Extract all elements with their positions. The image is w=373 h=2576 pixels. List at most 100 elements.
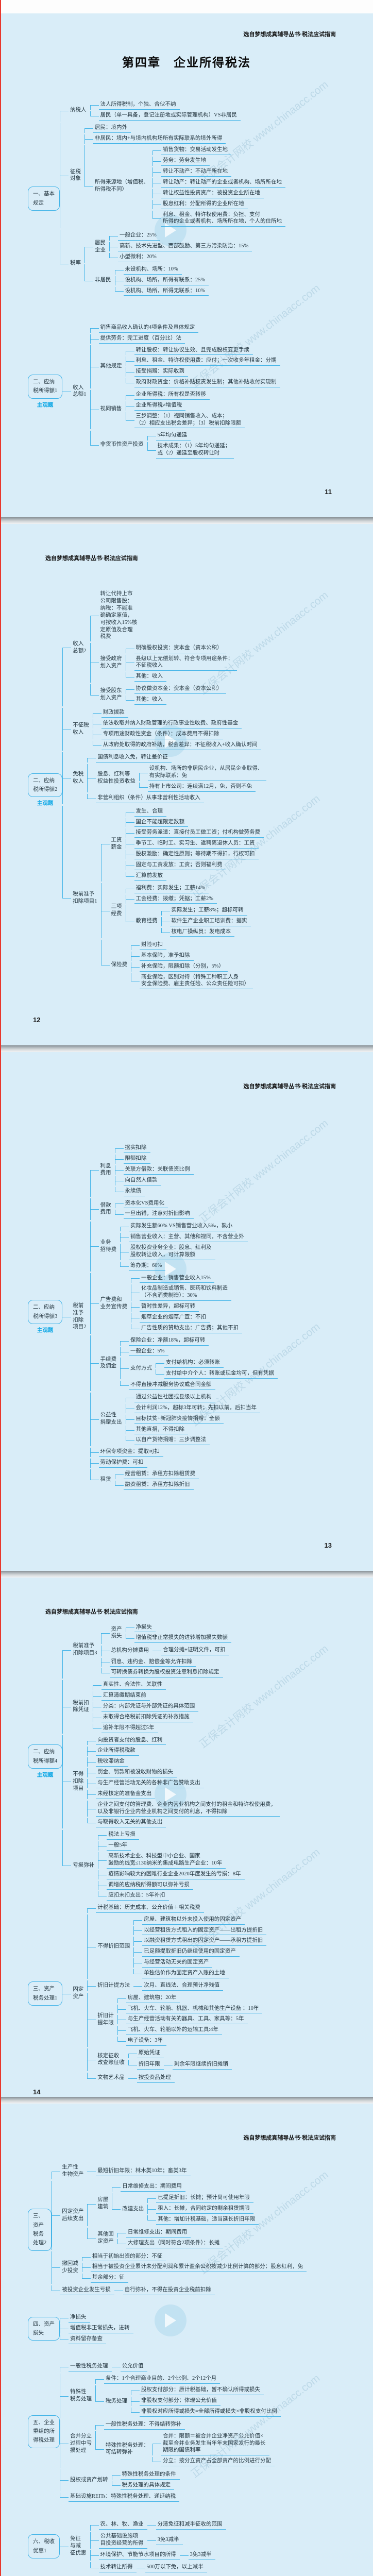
mindmap-node-labelwrap: 大修理支出（同时符合2项条件）：长摊 bbox=[126, 2239, 224, 2249]
mindmap-node: 股息、红利等 权益性投资收益设机构、场所的非居民企业，从居民企业取得、 有实际联… bbox=[87, 764, 267, 793]
mindmap-node: 不得 扣除 项目向投资者支付的股息、红利企业所得税税款税收滞纳金罚金、罚款和被没… bbox=[62, 1735, 280, 1828]
mindmap-node: 与生产经营活动有关的器具、工具、家具等：5年 bbox=[117, 2015, 263, 2025]
mindmap-node-labelwrap: 3免3减半 bbox=[188, 2551, 215, 2560]
mindmap-node-label: 增值税非正常损失，进转 bbox=[69, 2324, 133, 2333]
mindmap-node: 一般性税务处理公允价值 bbox=[60, 2362, 281, 2372]
mindmap-node-label: 劳务：劳务发生地 bbox=[161, 157, 210, 166]
mindmap-node-labelwrap: 公共基础设施项 目投资经营的所得 bbox=[98, 2532, 147, 2549]
mindmap-node: 免征 与减 征优惠农、林、牧、渔业分清免征和减半征收的范围公共基础设施项 目投资… bbox=[60, 2519, 226, 2573]
mindmap-node-label: 与生产经营活动有关的器具、工具、家具等：5年 bbox=[126, 2015, 248, 2025]
mindmap-node-labelwrap: 实际发生；工薪8%；超标可转 bbox=[169, 906, 247, 916]
mindmap-node-labelwrap: 以融资租赁方式租出的固定资产——承租方提折旧 bbox=[142, 1937, 267, 1946]
mindmap-node-label: 视同销售 bbox=[100, 406, 122, 412]
mindmap-children: 一般性税务处理：不得结转弥补特殊性税务处理： 可结转弥补合并：限额＝被合并企业净… bbox=[95, 2420, 275, 2468]
mindmap-node: 一旦出错，注意对折旧影响 bbox=[114, 1210, 194, 1219]
mindmap-node-labelwrap: 飞机、火车、轮船以外的运输工具:4年 bbox=[126, 2026, 222, 2036]
mindmap-node-label: 文物艺术品 bbox=[97, 2075, 125, 2081]
mindmap-node-label: 技术成果：（1）5年均匀递延； 或（2）递延至股权转让时 bbox=[156, 442, 234, 459]
mindmap-children: 最短折旧年限：林木类10年；畜类3年 bbox=[87, 2166, 191, 2177]
mindmap-node-label: 分清免征和减半征收的范围 bbox=[156, 2520, 226, 2530]
mindmap-node-label: 不得直接冲减服务协议或合同金额 bbox=[129, 1381, 215, 1391]
mindmap-node-labelwrap: 关联方借款：关联债资比例 bbox=[123, 1165, 194, 1175]
mindmap-node-label: 最短折旧年限：林木类10年；畜类3年 bbox=[96, 2167, 191, 2176]
mindmap-node: 实际发生；工薪8%；超标可转 bbox=[161, 906, 251, 916]
mindmap-children: 企业所得税：所有权是否转移企业所得税≠增值税三步调整：（1）视同销售收入、成本；… bbox=[125, 390, 245, 429]
mindmap-node-labelwrap: 税前 准予 扣除 项目2 bbox=[71, 1302, 90, 1332]
mindmap-node-label: 非居民：境内+与境内机构场所有实际联系的境外所得 bbox=[93, 134, 226, 144]
mindmap-node-label: 利息 费用 bbox=[100, 1163, 111, 1176]
mindmap-node-label: 不得 扣除 项目 bbox=[73, 1771, 84, 1791]
mindmap-node-label: 收入 总额2 bbox=[73, 640, 87, 654]
mindmap-node-labelwrap: 三、资产 税务处理1 bbox=[28, 1981, 63, 2006]
mindmap-node-label: 国企不能超限定数额 bbox=[134, 818, 188, 827]
mindmap-node-labelwrap: 股权投资业务企业：股息、红利及 股权转让收入，可计算限额 bbox=[129, 1244, 215, 1260]
mindmap-node: 合并：限额＝被合并企业净资产公允价值× 截至合并业务发生当年年末国家发行的最长 … bbox=[152, 2432, 275, 2456]
mindmap-node-labelwrap: 利息 费用 bbox=[99, 1162, 115, 1178]
subjective-tag: 主观题 bbox=[37, 1327, 54, 1333]
mindmap-node-label: 接受捐赠：实际收到 bbox=[134, 367, 188, 377]
mindmap-node-labelwrap: 销售货物：交易活动发生地 bbox=[161, 146, 231, 156]
mindmap-node-label: 剩余年限继续折旧摊销 bbox=[172, 2060, 232, 2070]
mindmap-node-labelwrap: 分立：按分立资产占全部资产的比例进行分配 bbox=[161, 2457, 275, 2467]
mindmap-node-labelwrap: 核电厂操纵员：发电成本 bbox=[169, 928, 234, 937]
mindmap-node: 核电厂操纵员：发电成本 bbox=[161, 927, 251, 937]
mindmap-node-labelwrap: 合并：限额＝被合并企业净资产公允价值× 截至合并业务发生当年年末国家发行的最长 … bbox=[161, 2432, 269, 2456]
mindmap-node: 协议做资本金：资本金（资本公积） bbox=[125, 685, 226, 694]
mindmap-node-label: 被投资企业发生亏损 bbox=[60, 2286, 114, 2296]
mindmap-node-labelwrap: 一般企业：5% bbox=[129, 1347, 168, 1357]
mindmap-node-labelwrap: 法人所得税制，个独、合伙不纳 bbox=[98, 100, 180, 110]
mindmap-node-label: 自行弥补，不得在投资企业税前扣除 bbox=[123, 2286, 215, 2296]
mindmap-node-label: 六、税收 优惠1 bbox=[28, 2534, 60, 2558]
mindmap-node-labelwrap: 其他固 定资产 bbox=[96, 2230, 117, 2246]
mindmap-node-label: 保险费 bbox=[111, 961, 128, 968]
mindmap-node-label: 已足额提取折旧仍继续使用的固定资产 bbox=[142, 1947, 240, 1957]
mindmap-node-labelwrap: 化妆品制造或销售、医药和饮料制造 （不含酒类制造）：30% bbox=[140, 1284, 231, 1301]
mindmap-node-labelwrap: 税率 bbox=[69, 259, 84, 268]
mindmap-node: 核定征收 改查账征收原始凭证折旧年限剩余年限继续折旧摊销 bbox=[87, 2048, 266, 2072]
mindmap-node-label: 税务处理的具体规定 bbox=[120, 2481, 174, 2490]
mindmap-node-label: 相当于初始出资的部分：不征 bbox=[90, 2252, 166, 2262]
mindmap-node-label: 提供劳务：完工进度（百分比）法 bbox=[98, 334, 185, 344]
mindmap-node: 固定资产 后续支出房屋 建筑日常维修支出：期间费用改建支出已提足折旧：长摊；预计… bbox=[52, 2180, 307, 2250]
mindmap-children: 真实性、合法性、关联性汇算清缴期结束前分类：内部凭证与外部凭证的具体范围未取得合… bbox=[92, 1680, 199, 1734]
mindmap-children: 明确股权投资：资本金（资本公积）县级以上无偿划转、符合专项用途条件： 不征税收入… bbox=[125, 643, 237, 682]
mindmap-node: 基础设施REITs：特殊性税务处理、递延纳税 bbox=[60, 2492, 281, 2502]
mindmap-node-labelwrap: 财政拨款 bbox=[101, 708, 128, 718]
mindmap-node-label: 所得来源地（增值税、 所得税不同） bbox=[95, 179, 149, 193]
mindmap-node: 500万以下免，以上减半 bbox=[136, 2563, 207, 2572]
mindmap-node: 股权投资业务企业：股息、红利及 股权转让收入，可计算限额 bbox=[120, 1243, 248, 1260]
mindmap-node-label: 特殊性税务处理的条件 bbox=[120, 2470, 180, 2480]
mindmap-node-labelwrap: 合理分摊+证明文件，可扣 bbox=[161, 1646, 229, 1656]
mindmap-node: 次月、直线法、合理预计净残值 bbox=[133, 1981, 224, 1991]
mindmap-children: 免征 与减 征优惠农、林、牧、渔业分清免征和减半征收的范围公共基础设施项 目投资… bbox=[60, 2518, 226, 2574]
mindmap-node: 条件：1个合理商业目的、2个比例、2个12个月 bbox=[95, 2375, 281, 2384]
mindmap-node-labelwrap: 资料留存备查 bbox=[69, 2335, 106, 2344]
mindmap-children: 生产性 生物资产最短折旧年限：林木类10年；畜类3年固定资产 后续支出房屋 建筑… bbox=[52, 2163, 307, 2297]
mindmap-node: 季节工、临时工、实习生、返聘离退休人员：工资 bbox=[125, 839, 264, 849]
mindmap-node-label: 软件生产企业职工培训费：据实 bbox=[169, 917, 251, 926]
mindmap-node-labelwrap: 房屋、建筑物以外未投入使用的固定资产 bbox=[142, 1916, 245, 1925]
mindmap-node: 财政拨款 bbox=[92, 708, 261, 718]
mindmap-children: 合理分摊+证明文件，可扣 bbox=[152, 1646, 229, 1656]
mindmap-node-label: 工会经费：拨缴；凭据；工薪2% bbox=[134, 895, 217, 904]
page-header: 选自梦想成真辅导丛书·税法应试指南 bbox=[243, 1083, 336, 1090]
mindmap-node: 广告费和 业务宣传费一般企业：销售营业收入15%化妆品制造或销售、医药和饮料制造… bbox=[90, 1273, 278, 1334]
mindmap-node-label: 罚息、违约金、赔偿金等允许扣除 bbox=[109, 1658, 196, 1667]
mindmap-node-label: 分类：内部凭证与外部凭证的具体范围 bbox=[101, 1702, 199, 1711]
mindmap-node: 居民（单一具备，登记注册地或实际管理机构）VS非居民 bbox=[90, 111, 241, 121]
mindmap-node-labelwrap: 高新技术企业、科技型中小企业、国家 鼓励的线宽≤130纳米的集成电路生产企业：1… bbox=[107, 1852, 226, 1869]
mindmap-children: 500万以下免，以上减半 bbox=[136, 2562, 207, 2573]
mindmap-node-label: 亏损弥补 bbox=[73, 1862, 95, 1868]
mindmap-node-label: 二、应纳 税所得额1 bbox=[28, 375, 63, 399]
mindmap-node-label: 合并分立 过程中亏 损处理 bbox=[70, 2433, 92, 2453]
mindmap-children: 保险企业：净额18%，超标可转一般企业：5%支付方式支付给机构：必须转账支付给中… bbox=[120, 1335, 278, 1391]
mindmap-node-labelwrap: 依法收取并纳入财政管理的行政事业性收费、政府性基金 bbox=[101, 719, 242, 729]
mindmap-node: 劳务：劳务发生地 bbox=[152, 157, 285, 166]
mindmap-node-labelwrap: 分类：内部凭证与外部凭证的具体范围 bbox=[101, 1702, 199, 1711]
mindmap-node: 教育经费实际发生；工薪8%；超标可转软件生产企业职工培训费：据实核电厂操纵员：发… bbox=[125, 905, 251, 938]
